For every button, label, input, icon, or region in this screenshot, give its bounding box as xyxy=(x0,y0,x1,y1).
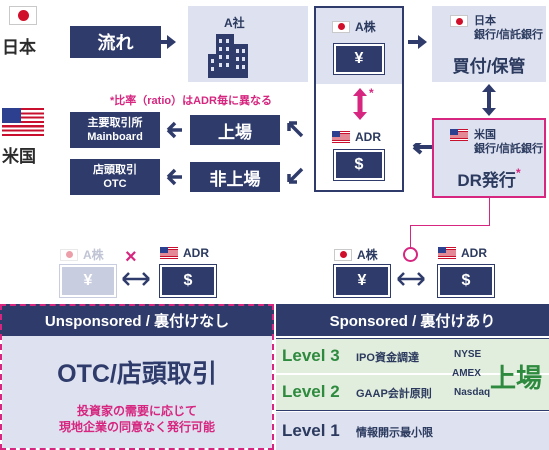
arrow-stem xyxy=(408,40,419,44)
usa-label: 米国 xyxy=(2,147,36,166)
unsponsored-body xyxy=(2,336,272,448)
japan-label: 日本 xyxy=(2,38,36,57)
connector-line xyxy=(410,225,411,248)
exchange-amex: AMEX xyxy=(452,368,481,379)
arrow-left-down-icon xyxy=(410,139,432,168)
dr-mark: * xyxy=(515,166,521,180)
adr-label: ADR xyxy=(355,130,381,144)
jp-bank-box: 日本 銀行/信託銀行 買付/保管 xyxy=(432,6,546,82)
unsponsored-a-label: A株 xyxy=(83,248,104,262)
japan-flag-icon xyxy=(450,15,468,27)
unsponsored-adr-label: ADR xyxy=(183,246,209,260)
japan-flag-icon xyxy=(9,6,37,30)
a-stock-label: A株 xyxy=(355,20,376,34)
us-bank-title: 米国 銀行/信託銀行 xyxy=(474,129,544,155)
usa-flag-icon xyxy=(160,247,178,259)
usa-flag-icon xyxy=(2,108,44,141)
building-icon xyxy=(208,34,248,78)
connector-line xyxy=(489,198,490,226)
sponsored-yen-box: ¥ xyxy=(333,264,391,298)
us-bank-action: DR発行 xyxy=(457,171,516,190)
company-label: A社 xyxy=(224,16,245,30)
japan-flag-icon xyxy=(334,248,352,261)
ratio-note: *比率（ratio）はADR毎に異なる xyxy=(110,95,272,107)
arrow-stem xyxy=(161,40,169,44)
arrow-left-icon xyxy=(164,168,184,191)
japan-flag-icon xyxy=(60,248,78,261)
dollar-box: $ xyxy=(333,149,385,181)
two-way-arrow-icon xyxy=(121,272,151,291)
arrow-up-left-icon xyxy=(286,120,304,143)
listed-box: 上場 xyxy=(190,115,280,145)
japan-flag-icon xyxy=(332,20,350,33)
unsponsored-panel xyxy=(0,304,274,450)
jp-bank-title: 日本 銀行/信託銀行 xyxy=(474,15,544,41)
unsponsored-dollar-box: $ xyxy=(159,264,217,298)
sponsored-dollar-box: $ xyxy=(437,264,495,298)
level-1-row: Level 1 情報開示最小限 xyxy=(276,412,549,450)
link-circle-icon xyxy=(403,247,418,262)
us-bank-box: 米国 銀行/信託銀行 DR発行* xyxy=(432,118,546,198)
flow-label: 流れ xyxy=(70,26,161,58)
level-2-row: Level 2 GAAP会計原則 xyxy=(276,375,549,411)
stock-adr-panel: A株 ¥ * ADR $ xyxy=(314,6,404,192)
sponsored-a-label: A株 xyxy=(357,248,378,262)
ratio-mark: * xyxy=(369,86,374,100)
level-3-label: Level 3 xyxy=(282,346,340,365)
usa-flag-icon xyxy=(438,247,456,259)
arrow-down-left-icon xyxy=(286,167,304,190)
level-3-desc: IPO資金調達 xyxy=(356,352,419,364)
unsponsored-desc: 投資家の需要に応じて 現地企業の同意なく発行可能 xyxy=(58,404,215,434)
arrow-right-icon xyxy=(167,35,176,49)
level-2-desc: GAAP会計原則 xyxy=(356,388,432,400)
two-way-arrow-icon xyxy=(396,272,426,291)
sponsored-adr-label: ADR xyxy=(461,246,487,260)
connector-line xyxy=(410,225,490,226)
sponsored-header: Sponsored / 裏付けあり xyxy=(276,304,549,336)
unsponsored-title: OTC/店頭取引 xyxy=(57,360,217,388)
company-box: A社 xyxy=(188,6,308,82)
ratio-arrow-icon xyxy=(352,88,368,120)
usa-flag-icon xyxy=(450,129,468,141)
yen-box: ¥ xyxy=(333,43,385,75)
cross-icon: × xyxy=(125,246,137,268)
arrow-left-icon xyxy=(164,121,184,144)
arrow-right-icon xyxy=(418,35,427,49)
jp-bank-action: 買付/保管 xyxy=(452,57,526,76)
level-1-desc: 情報開示最小限 xyxy=(356,427,433,439)
exchange-nasdaq: Nasdaq xyxy=(454,387,491,398)
unlisted-box: 非上場 xyxy=(190,162,280,192)
exchange-box: 主要取引所 Mainboard xyxy=(70,112,160,148)
sponsored-listed-label: 上場 xyxy=(490,363,543,393)
level-3-row: Level 3 IPO資金調達 xyxy=(276,338,549,374)
up-down-arrow-icon xyxy=(482,84,496,121)
otc-short-box: 店頭取引 OTC xyxy=(70,159,160,195)
exchange-nyse: NYSE xyxy=(454,349,482,360)
level-1-label: Level 1 xyxy=(282,421,340,440)
unsponsored-header: Unsponsored / 裏付けなし xyxy=(0,304,274,336)
usa-flag-icon xyxy=(332,131,350,143)
unsponsored-yen-box: ¥ xyxy=(59,264,117,298)
level-2-label: Level 2 xyxy=(282,382,340,401)
